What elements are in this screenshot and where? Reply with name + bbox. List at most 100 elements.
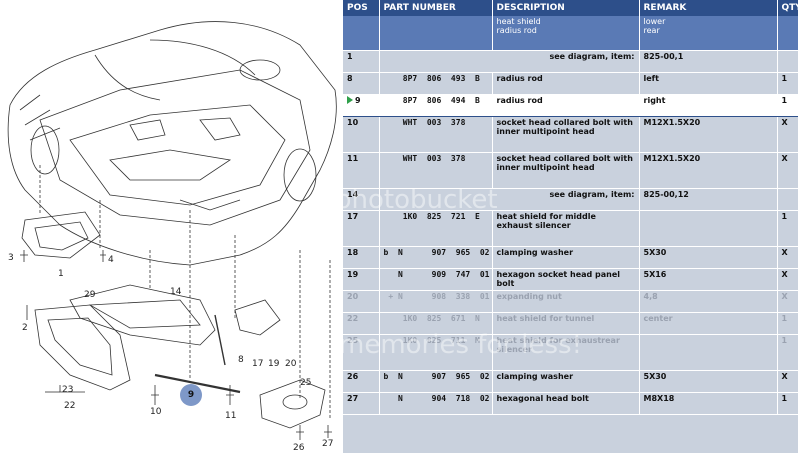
row-qty: X bbox=[777, 152, 798, 189]
row-qty: X bbox=[777, 370, 798, 393]
diagram-drawing: 3 4 1 29 14 2 23 22 17 19 20 8 10 11 25 … bbox=[7, 21, 337, 453]
row-part-number: N 904 718 02 bbox=[379, 392, 493, 415]
diagram-label-27: 27 bbox=[322, 439, 333, 449]
diagram-label-29: 29 bbox=[84, 290, 96, 300]
row-description: heat shield for tunnel bbox=[492, 312, 640, 335]
row-remark: left bbox=[639, 72, 778, 95]
row-description: hexagon socket head panel bolt bbox=[492, 268, 640, 291]
row-remark: M12X1.5X20 bbox=[639, 152, 778, 189]
col-header-part-number[interactable]: PART NUMBER bbox=[379, 0, 493, 16]
row-qty bbox=[777, 188, 798, 211]
row-see-diagram: see diagram, item: bbox=[379, 50, 640, 73]
part-number-text: b N 907 965 02 bbox=[383, 247, 490, 257]
col-header-description[interactable]: DESCRIPTION bbox=[492, 0, 640, 16]
row-remark: M12X1.5X20 bbox=[639, 116, 778, 153]
row-description: socket head collared bolt with inner mul… bbox=[492, 116, 640, 153]
row-remark: right bbox=[639, 93, 778, 117]
row-description: heat shield for middle exhaust silencer bbox=[492, 210, 640, 247]
row-remark: 4,8 bbox=[639, 290, 778, 313]
row-pos: 25 bbox=[343, 334, 380, 371]
part-number-text: 1K0 825 711 M bbox=[383, 335, 480, 345]
diagram-label-8: 8 bbox=[238, 355, 244, 365]
col-header-qty[interactable]: QTY bbox=[777, 0, 798, 16]
table-row[interactable]: 17 1K0 825 721 E heat shield for middle e… bbox=[343, 210, 798, 247]
diagram-label-19: 19 bbox=[268, 359, 280, 369]
exploded-parts-diagram: 3 4 1 29 14 2 23 22 17 19 20 8 10 11 25 … bbox=[0, 0, 343, 453]
col-header-remark[interactable]: REMARK bbox=[639, 0, 778, 16]
diagram-label-4: 4 bbox=[108, 255, 114, 265]
row-remark: 5X16 bbox=[639, 268, 778, 291]
group-remark: lower rear bbox=[639, 16, 778, 51]
part-number-text: 8P7 806 493 B bbox=[383, 73, 480, 83]
col-header-pos[interactable]: POS bbox=[343, 0, 380, 16]
table-row[interactable]: 11 WHT 003 378 socket head collared bolt … bbox=[343, 152, 798, 189]
row-remark: 5X30 bbox=[639, 246, 778, 269]
row-pos: 19 bbox=[343, 268, 380, 291]
row-pos: 10 bbox=[343, 116, 380, 153]
diagram-label-2: 2 bbox=[22, 323, 28, 333]
row-description: hexagonal head bolt bbox=[492, 392, 640, 415]
diagram-label-14: 14 bbox=[170, 287, 182, 297]
row-part-number: 1K0 825 721 E bbox=[379, 210, 493, 247]
row-part-number: 8P7 806 494 B bbox=[379, 93, 493, 117]
row-qty bbox=[777, 50, 798, 73]
row-pos: 22 bbox=[343, 312, 380, 335]
row-qty: 1 bbox=[777, 334, 798, 371]
callout-item-9[interactable]: 9 bbox=[180, 384, 202, 406]
row-pos: 1 bbox=[343, 50, 380, 73]
part-number-text: + N 908 338 01 bbox=[383, 291, 490, 301]
part-number-text: 1K0 825 721 E bbox=[383, 211, 480, 221]
diagram-label-26: 26 bbox=[293, 443, 305, 453]
row-qty: 1 bbox=[777, 392, 798, 415]
part-number-text: 8P7 806 494 B bbox=[383, 95, 480, 105]
row-qty: 1 bbox=[777, 210, 798, 247]
row-pos: 27 bbox=[343, 392, 380, 415]
row-qty: X bbox=[777, 116, 798, 153]
row-part-number: 8P7 806 493 B bbox=[379, 72, 493, 95]
row-pos: 17 bbox=[343, 210, 380, 247]
row-pos-text: 9 bbox=[355, 95, 361, 105]
diagram-label-3: 3 bbox=[8, 253, 14, 263]
row-part-number: b N 907 965 02 bbox=[379, 246, 493, 269]
row-qty: 1 bbox=[777, 312, 798, 335]
diagram-label-23: 23 bbox=[62, 385, 73, 395]
parts-list-panel: POS PART NUMBER DESCRIPTION REMARK QTY h… bbox=[343, 0, 798, 453]
part-number-text: 1K0 825 671 N bbox=[383, 313, 480, 323]
group-description: heat shield radius rod bbox=[492, 16, 640, 51]
row-pos: 9 bbox=[343, 93, 380, 117]
row-part-number: 1K0 825 711 M bbox=[379, 334, 493, 371]
row-qty: X bbox=[777, 290, 798, 313]
row-pos: 14 bbox=[343, 188, 380, 211]
row-pos: 11 bbox=[343, 152, 380, 189]
row-part-number: + N 908 338 01 bbox=[379, 290, 493, 313]
row-qty: 1 bbox=[777, 93, 798, 117]
row-description: socket head collared bolt with inner mul… bbox=[492, 152, 640, 189]
row-remark: center bbox=[639, 312, 778, 335]
part-number-text: N 904 718 02 bbox=[383, 393, 490, 403]
row-remark: M8X18 bbox=[639, 392, 778, 415]
row-part-number: b N 907 965 02 bbox=[379, 370, 493, 393]
row-description: clamping washer bbox=[492, 370, 640, 393]
row-qty: X bbox=[777, 268, 798, 291]
part-number-text: WHT 003 378 bbox=[383, 153, 466, 163]
row-part-number: 1K0 825 671 N bbox=[379, 312, 493, 335]
row-part-number: WHT 003 378 bbox=[379, 152, 493, 189]
row-part-number: WHT 003 378 bbox=[379, 116, 493, 153]
row-remark: 825-00,12 bbox=[639, 188, 778, 211]
row-remark: 5X30 bbox=[639, 370, 778, 393]
group-header-row: heat shield radius rod lower rear bbox=[343, 16, 798, 51]
table-header-row: POS PART NUMBER DESCRIPTION REMARK QTY bbox=[343, 0, 798, 16]
diagram-label-25: 25 bbox=[300, 378, 311, 388]
